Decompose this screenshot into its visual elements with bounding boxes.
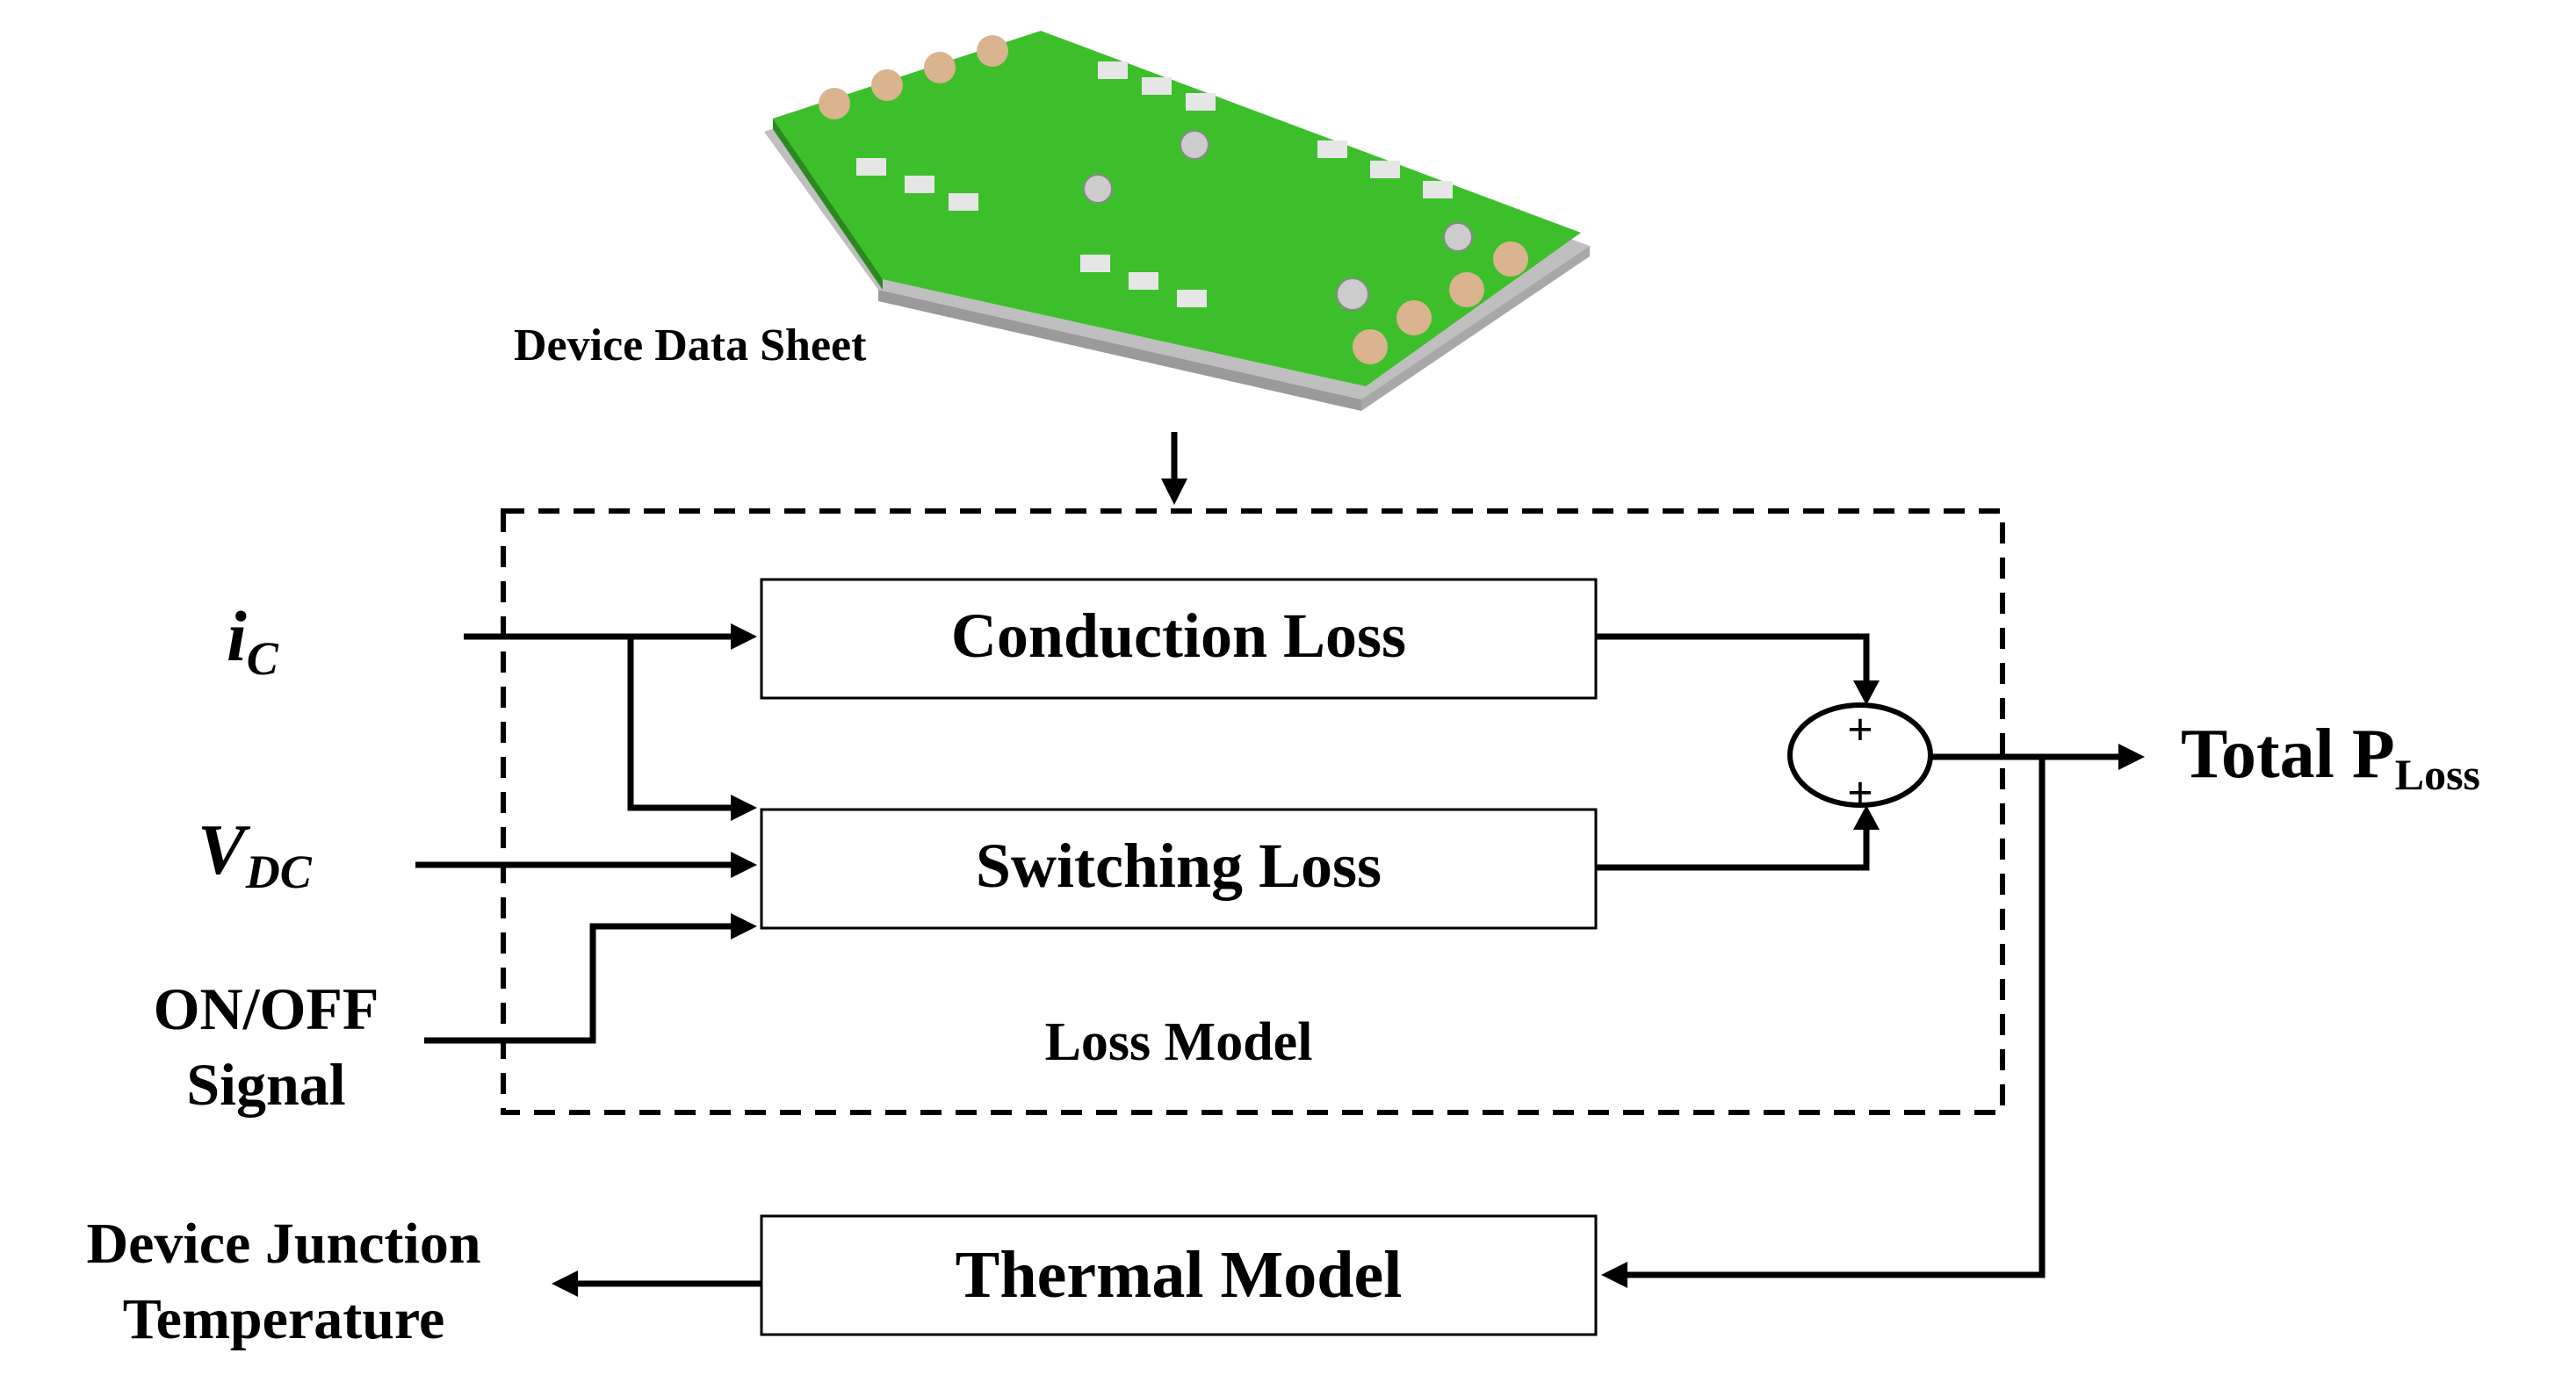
vdc-arrowhead bbox=[731, 852, 757, 878]
onoff-label-line2: Signal bbox=[186, 1051, 345, 1118]
ic-branch-arrowhead bbox=[731, 795, 757, 821]
switching-to-sum-line bbox=[1596, 825, 1870, 871]
onoff-label-line1: ON/OFF bbox=[154, 975, 379, 1042]
junction-temp-label-line2: Temperature bbox=[123, 1287, 445, 1351]
loss-model-label: Loss Model bbox=[1045, 1012, 1313, 1072]
power-module-board-icon bbox=[764, 31, 1590, 411]
conduction-to-sum-line bbox=[1596, 633, 1870, 685]
feedback-line bbox=[1620, 757, 2046, 1278]
conduction-to-sum-arrowhead bbox=[1853, 680, 1880, 705]
ic-input-label: iC bbox=[227, 596, 279, 685]
conduction-loss-label: Conduction Loss bbox=[951, 601, 1406, 671]
thermal-model-label: Thermal Model bbox=[956, 1238, 1403, 1312]
ic-arrowhead bbox=[731, 623, 757, 650]
onoff-arrowhead bbox=[731, 913, 757, 939]
conduction-loss-block bbox=[760, 578, 1598, 700]
datasheet-arrowhead bbox=[1161, 479, 1187, 505]
feedback-arrowhead bbox=[1601, 1262, 1627, 1288]
switching-loss-block bbox=[760, 808, 1598, 930]
junction-temp-label-line1: Device Junction bbox=[86, 1212, 480, 1276]
switching-to-sum-arrowhead bbox=[1853, 805, 1880, 830]
thermal-model-block bbox=[760, 1214, 1598, 1336]
vdc-input-label: VDC bbox=[198, 810, 313, 898]
switching-loss-label: Switching Loss bbox=[976, 831, 1382, 901]
onoff-line bbox=[424, 923, 738, 1044]
summer-plus-top: + bbox=[1847, 705, 1873, 755]
output-arrowhead bbox=[2118, 744, 2145, 770]
summer-plus-bottom: + bbox=[1847, 768, 1873, 818]
thermal-output-arrowhead bbox=[552, 1270, 578, 1297]
loss-model-frame bbox=[501, 508, 2005, 1115]
total-ploss-label: Total PLoss bbox=[2181, 716, 2480, 799]
device-data-sheet-caption: Device Data Sheet bbox=[514, 320, 867, 371]
ic-branch-line bbox=[627, 637, 738, 811]
